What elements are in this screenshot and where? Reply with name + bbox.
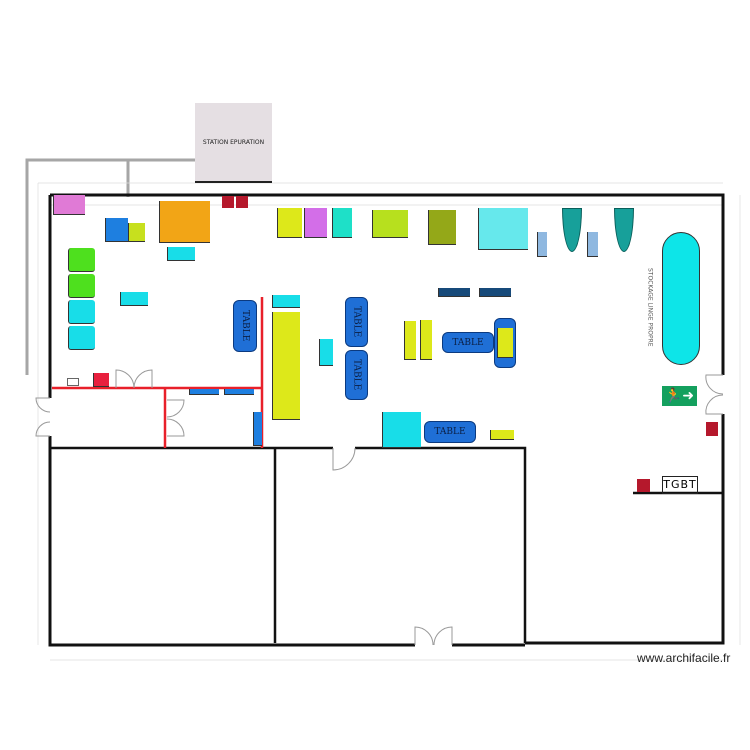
equipment-block[interactable] [438, 288, 470, 297]
equipment-block[interactable] [372, 210, 408, 238]
equipment-block[interactable] [253, 412, 262, 446]
door-swing-icon [35, 369, 724, 646]
equipment-block[interactable] [497, 328, 513, 358]
equipment-block[interactable] [128, 223, 145, 242]
equipment-block[interactable] [479, 288, 511, 297]
equipment-block[interactable] [490, 430, 514, 440]
equipment-block[interactable] [428, 210, 456, 245]
fire-extinguisher-icon [222, 196, 234, 208]
equipment-block[interactable] [272, 312, 300, 420]
interior-walls [50, 446, 723, 643]
table[interactable]: TABLE [345, 350, 368, 400]
equipment-block[interactable] [404, 321, 416, 360]
storage-label: STOCKAGE LINGE PROPRE [646, 267, 654, 347]
fire-extinguisher-icon [236, 196, 248, 208]
pipe [25, 158, 197, 375]
equipment-block[interactable] [277, 208, 302, 238]
equipment-block[interactable] [420, 320, 432, 360]
equipment-block[interactable] [68, 274, 95, 298]
fire-extinguisher-icon [706, 422, 718, 436]
equipment-block[interactable] [332, 208, 352, 238]
station-label: STATION EPURATION [202, 138, 265, 146]
outer-walls [48, 193, 725, 647]
fire-extinguisher-icon [637, 479, 650, 492]
equipment-block[interactable] [68, 248, 95, 272]
equipment-block[interactable] [189, 389, 219, 395]
equipment-block[interactable] [93, 373, 109, 387]
emergency-exit-icon: 🏃➜ [662, 386, 697, 406]
equipment-outline [67, 378, 79, 386]
equipment-block[interactable] [319, 339, 333, 366]
equipment-block[interactable] [478, 208, 528, 250]
equipment-block[interactable] [382, 412, 421, 448]
equipment-block[interactable] [159, 201, 210, 243]
equipment-block[interactable] [68, 300, 95, 324]
capsule-equipment[interactable] [662, 232, 700, 365]
table[interactable]: TABLE [233, 300, 257, 352]
equipment-block[interactable] [120, 292, 148, 306]
pipes [25, 158, 197, 375]
tgbt-panel[interactable]: TGBT [662, 476, 698, 494]
equipment-block[interactable] [68, 326, 95, 350]
station-epuration[interactable]: STATION EPURATION [195, 103, 272, 183]
equipment-block[interactable] [167, 247, 195, 261]
watermark: www.archifacile.fr [637, 651, 731, 665]
equipment-block[interactable] [224, 389, 254, 395]
table[interactable]: TABLE [442, 332, 494, 353]
equipment-block[interactable] [105, 218, 128, 242]
table[interactable]: TABLE [345, 297, 368, 347]
equipment-block[interactable] [587, 232, 598, 257]
equipment-block[interactable] [537, 232, 547, 257]
table[interactable]: TABLE [424, 421, 476, 443]
equipment-block[interactable] [304, 208, 327, 238]
equipment-block[interactable] [53, 195, 85, 215]
partitions [52, 297, 264, 448]
equipment-block[interactable] [272, 295, 300, 308]
